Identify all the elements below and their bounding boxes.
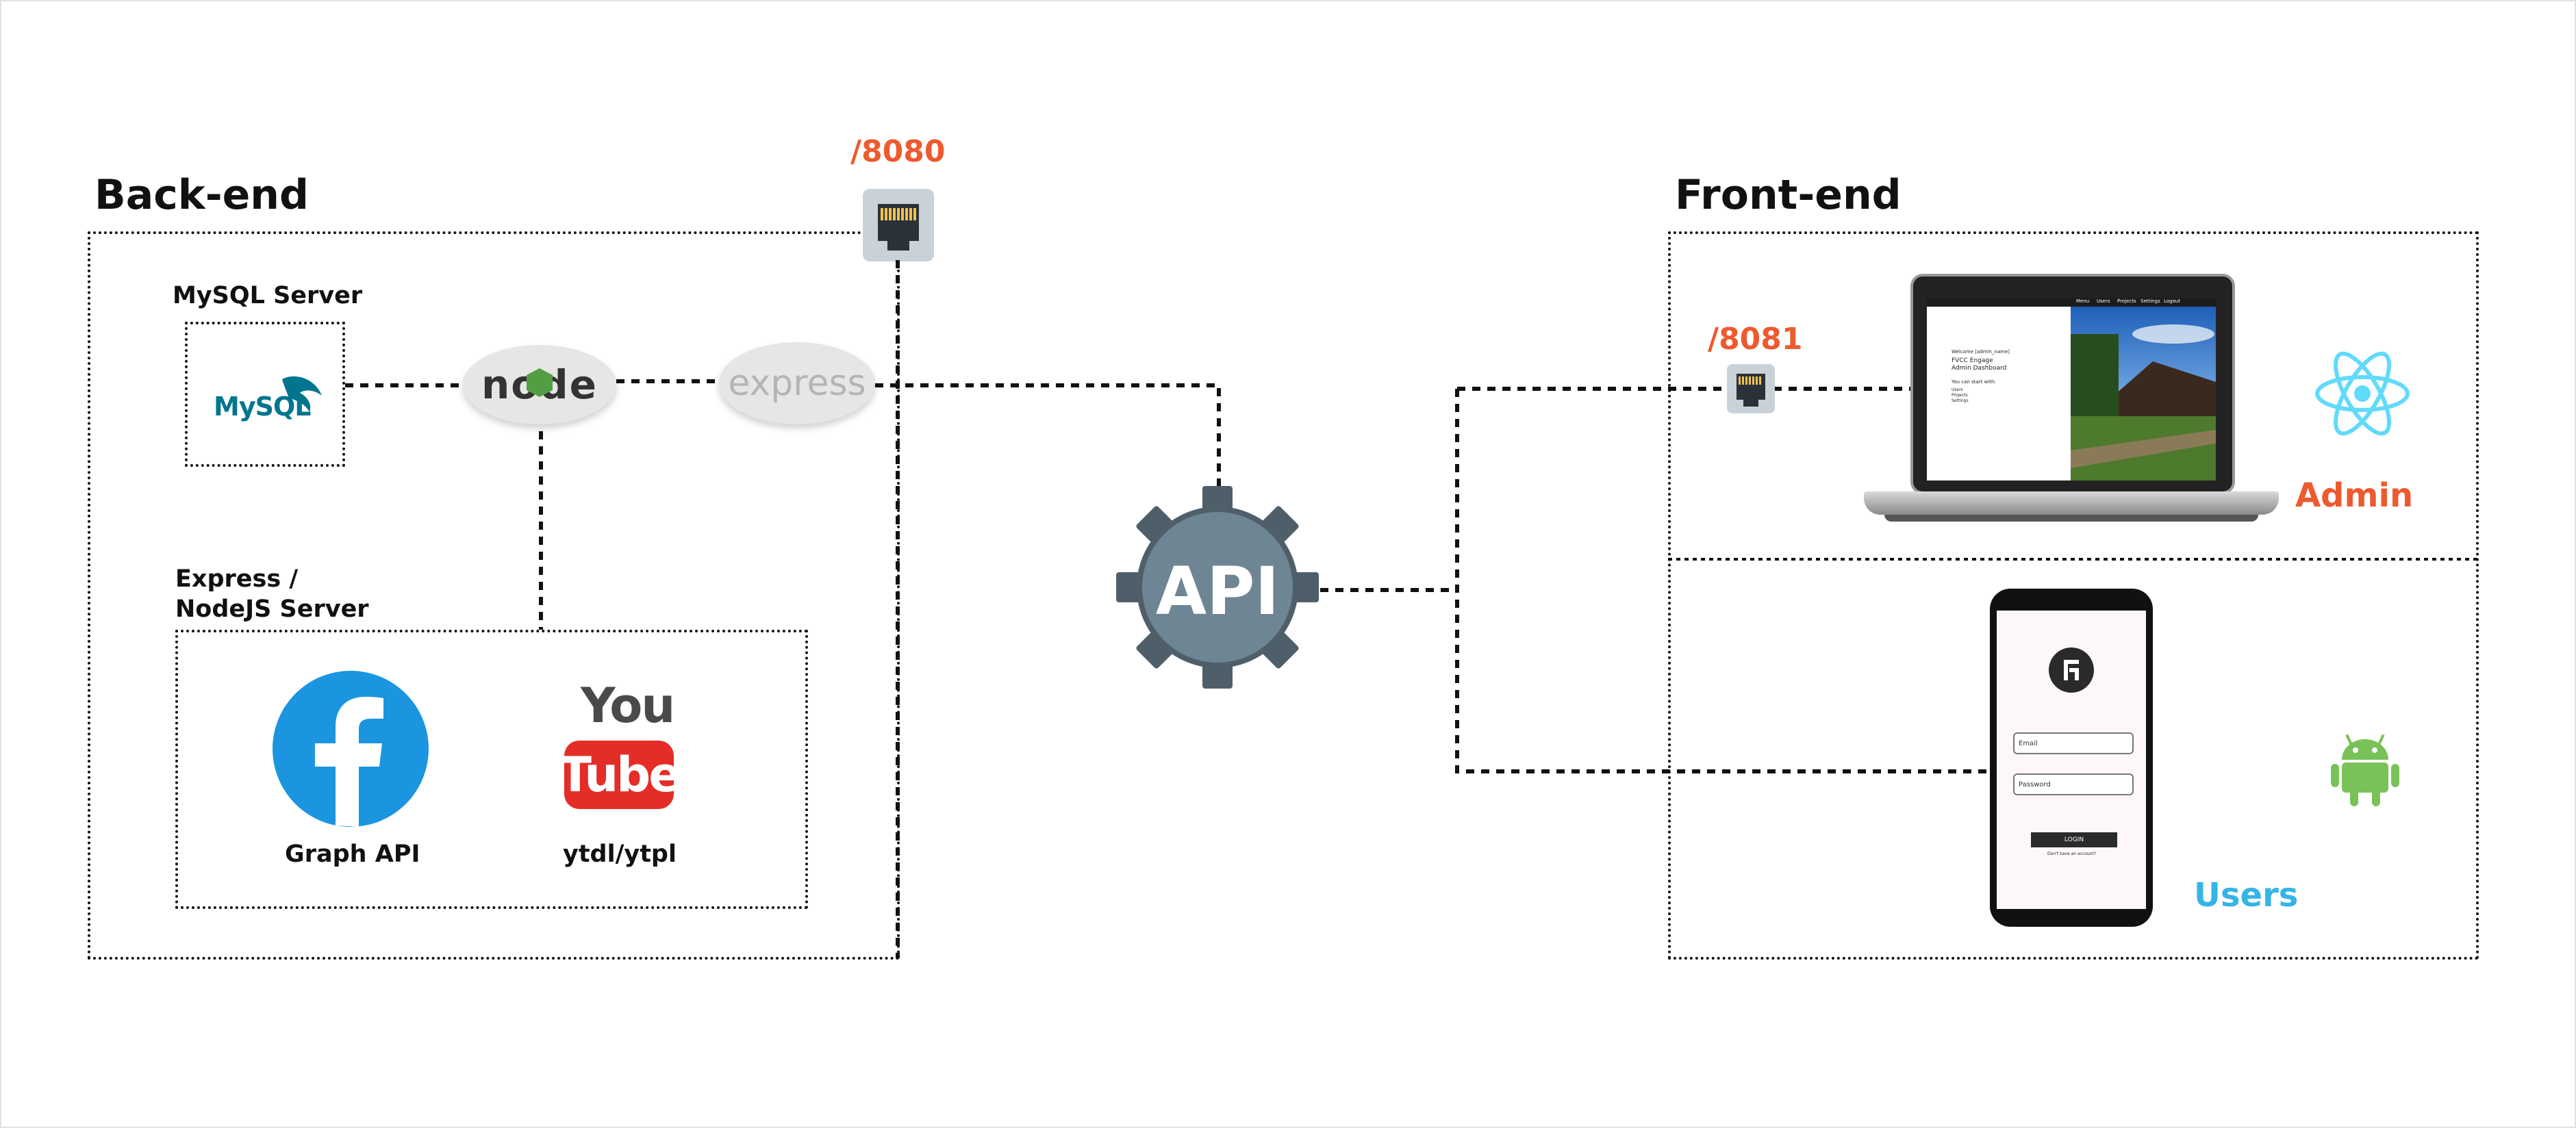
express-logo: express xyxy=(719,342,875,424)
admin-hero-image xyxy=(2071,307,2216,480)
backend-port-vertical-line xyxy=(896,260,900,958)
youtube-logo-top: You xyxy=(581,678,675,734)
admin-nav-item[interactable]: Menu xyxy=(2076,298,2090,304)
ethernet-port-icon xyxy=(863,189,934,261)
frontend-port-label: /8081 xyxy=(1708,322,1803,357)
api-label: API xyxy=(1155,553,1280,630)
password-field[interactable]: Password xyxy=(2013,773,2134,795)
email-field[interactable]: Email xyxy=(2013,732,2134,754)
android-icon xyxy=(2331,734,2399,806)
laptop-base-shadow xyxy=(1884,515,2258,522)
admin-start-item[interactable]: Settings xyxy=(1952,398,1969,403)
backend-title: Back-end xyxy=(94,171,309,219)
users-label: Users xyxy=(2194,876,2299,914)
admin-welcome-text: Welcome [admin_name] xyxy=(1952,349,2010,355)
backend-port-label: /8080 xyxy=(850,134,946,169)
admin-navbar xyxy=(1927,298,2216,307)
express-server-title-line2: NodeJS Server xyxy=(175,595,369,623)
youtube-logo-bottom: Tube xyxy=(559,747,681,803)
mysql-server-title: MySQL Server xyxy=(173,282,363,309)
express-logo-text: express xyxy=(728,363,866,404)
facebook-icon xyxy=(273,671,429,827)
express-server-box xyxy=(175,630,808,909)
frontend-container xyxy=(1668,231,2479,960)
mysql-logo-text: MySQL xyxy=(214,392,311,422)
react-icon xyxy=(2315,351,2410,436)
api-gear-icon xyxy=(1116,486,1319,689)
youtube-logo-badge: Tube xyxy=(559,741,681,809)
admin-heading: FVCC Engage Admin Dashboard xyxy=(1952,357,2007,372)
admin-nav-item[interactable]: Settings xyxy=(2141,298,2160,304)
admin-nav-item[interactable]: Projects xyxy=(2117,298,2136,304)
login-button[interactable]: LOGIN xyxy=(2031,832,2117,847)
signup-link[interactable]: Don't have an account? xyxy=(2047,851,2097,856)
admin-nav-item[interactable]: Logout xyxy=(2164,298,2180,304)
admin-dashboard-screen: Menu Users Projects Settings Logout Welc… xyxy=(1927,298,2216,480)
facebook-label: Graph API xyxy=(285,841,420,868)
nodejs-hexagon-icon xyxy=(527,368,553,397)
mysql-logo: MySQL xyxy=(205,366,329,427)
admin-nav-item[interactable]: Users xyxy=(2097,298,2110,304)
frontend-divider xyxy=(1668,558,2479,561)
mysql-server-box xyxy=(185,322,345,467)
express-server-title-line1: Express / xyxy=(175,565,299,593)
frontend-title: Front-end xyxy=(1675,171,1902,219)
app-logo-icon xyxy=(2049,648,2094,693)
frontend-ethernet-port-icon xyxy=(1727,364,1775,413)
admin-subtext: You can start with: xyxy=(1952,379,1996,385)
admin-label: Admin xyxy=(2295,476,2414,515)
youtube-label: ytdl/ytpl xyxy=(563,841,677,868)
admin-start-item[interactable]: Projects xyxy=(1952,393,1968,398)
youtube-logo: You Tube xyxy=(559,678,681,815)
laptop-base xyxy=(1864,491,2279,515)
admin-start-item[interactable]: Users xyxy=(1952,387,1963,392)
users-login-screen: Email Password LOGIN Don't have an accou… xyxy=(1997,611,2146,909)
